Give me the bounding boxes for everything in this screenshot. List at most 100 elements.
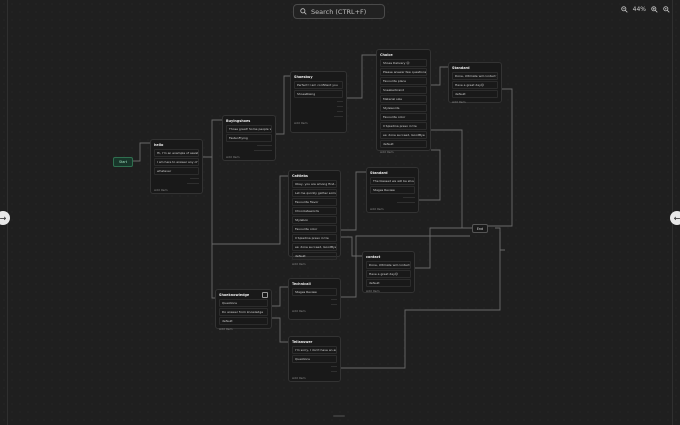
node-line-placeholder: ――: [337, 104, 343, 108]
zoom-out-icon[interactable]: [620, 6, 628, 13]
node-line-placeholder: ――: [337, 109, 343, 113]
node-cattlebs[interactable]: Cattlebs Okay, you are among first... Le…: [288, 170, 341, 266]
node-line: es: done succeed, GoodBye: [292, 243, 337, 251]
add-item-button[interactable]: Add item: [380, 150, 394, 154]
canvas-footer-handle: [333, 415, 345, 417]
node-line: Stylewords: [380, 104, 427, 112]
node-line-placeholder: ―――: [334, 114, 343, 118]
node-line-placeholder: ――: [331, 297, 337, 301]
node-line: default: [219, 317, 268, 325]
node-line: es: done succeed, GoodBye: [380, 131, 427, 139]
node-title: contact: [366, 255, 381, 259]
fit-view-icon[interactable]: [663, 6, 670, 13]
add-item-button[interactable]: Add item: [452, 100, 466, 104]
node-title: Cattlebs: [292, 174, 308, 178]
node-line: The blessed we will be shoes wish t...: [370, 177, 415, 185]
start-node[interactable]: Start: [113, 157, 133, 167]
node-line: Stages Review: [370, 186, 415, 194]
node-line: Stylebox: [292, 216, 337, 224]
node-title: Tellanswer: [292, 340, 313, 344]
expand-left-panel-button[interactable]: →: [0, 211, 10, 225]
node-line: Favourite color: [292, 225, 337, 233]
node-line-placeholder: ――――: [403, 195, 415, 199]
search-label: Search (CTRL+F): [311, 7, 367, 16]
node-line: Hi, I'm an example of assistant 😊: [154, 149, 199, 157]
node-title: Standard: [452, 66, 470, 70]
node-line: Done, Ultimate will contact you when...: [366, 261, 411, 269]
node-line-placeholder: ―――――: [257, 143, 272, 147]
add-item-button[interactable]: Add item: [219, 327, 233, 331]
expand-right-panel-button[interactable]: ←: [670, 211, 680, 225]
arrow-right-icon: →: [0, 213, 7, 223]
zoom-level: 44%: [632, 6, 646, 13]
node-line: Have a great day😊: [366, 270, 411, 278]
add-item-button[interactable]: Add item: [292, 309, 306, 313]
node-line: Il Spiedina preso in tre: [380, 122, 427, 130]
node-line-placeholder: ―――: [190, 176, 199, 180]
node-line: Material size: [380, 95, 427, 103]
node-shoesbuy[interactable]: Shoesbuy Perfect! I am confident you Sho…: [290, 71, 347, 133]
node-line: Let me quickly gather some informa...: [292, 189, 337, 197]
node-hello[interactable]: hello Hi, I'm an example of assistant 😊 …: [150, 139, 203, 194]
node-line: whatever: [154, 167, 199, 175]
node-line: Favourite place: [380, 77, 427, 85]
node-line: default: [452, 90, 498, 98]
search-bar[interactable]: Search (CTRL+F): [293, 4, 385, 19]
node-line: Stages Review: [292, 288, 337, 296]
node-technicall[interactable]: Technicall Stages Review ―― ―― Add item: [288, 278, 341, 320]
node-line: I'm sorry, I don't have an answer to...: [292, 346, 337, 354]
node-line: Have a great day😊: [452, 81, 498, 89]
add-item-button[interactable]: Add item: [370, 207, 384, 211]
node-contact[interactable]: contact Done, Ultimate will contact you …: [362, 251, 415, 293]
node-line: Questions: [292, 355, 337, 363]
node-line: Favourite flavor: [292, 198, 337, 206]
node-title: Shoeknowledge: [219, 293, 250, 297]
node-choice[interactable]: Choice Shoes Delivery 😊 Please answer fe…: [376, 49, 431, 154]
node-line-placeholder: ――: [331, 369, 337, 373]
node-line: Il Spiedina preso in tre: [292, 234, 337, 242]
node-line: Questions: [219, 299, 268, 307]
node-line: Do answer from knowledge: [219, 308, 268, 316]
node-shoeknowledge[interactable]: Shoeknowledge Questions Do answer from k…: [215, 289, 272, 331]
node-line: Shoes Delivery 😊: [380, 59, 427, 67]
node-title: Choice: [380, 53, 393, 57]
node-line-placeholder: ――: [331, 302, 337, 306]
node-line-placeholder: ――: [331, 364, 337, 368]
node-line: Chocolatewords: [292, 207, 337, 215]
node-tellanswer[interactable]: Tellanswer I'm sorry, I don't have an an…: [288, 336, 341, 382]
node-line-placeholder: ――――――: [397, 200, 415, 204]
node-line: Please answer few questions so we...: [380, 68, 427, 76]
node-line: FastenFlying: [226, 134, 272, 142]
node-line: default: [292, 252, 337, 260]
node-standard-mid[interactable]: Standard The blessed we will be shoes wi…: [366, 167, 419, 213]
node-line: Sneakerbrand: [380, 86, 427, 94]
node-line: ShoesRising: [294, 90, 343, 98]
add-item-button[interactable]: Add item: [292, 262, 306, 266]
add-item-button[interactable]: Add item: [292, 376, 306, 380]
node-line: Okay, you are among first...: [292, 180, 337, 188]
node-line: Favourite color: [380, 113, 427, 121]
node-title: Shoesbuy: [294, 75, 313, 79]
node-standard-top[interactable]: Standard Done, Ultimate will contact you…: [448, 62, 502, 104]
arrow-left-icon: ←: [673, 213, 680, 223]
end-node[interactable]: End: [472, 224, 488, 233]
node-line-placeholder: ――: [337, 99, 343, 103]
node-line: Done, Ultimate will contact you when...: [452, 72, 498, 80]
node-title: Buyingshoes: [226, 119, 251, 123]
node-title: hello: [154, 143, 164, 147]
node-line-placeholder: ――――――: [254, 148, 272, 152]
add-item-button[interactable]: Add item: [154, 188, 168, 192]
zoom-controls: 44%: [620, 6, 670, 13]
node-title: Standard: [370, 171, 388, 175]
zoom-in-icon[interactable]: [651, 6, 658, 13]
node-buyingshoes[interactable]: Buyingshoes Those great! Some people wou…: [222, 115, 276, 161]
add-item-button[interactable]: Add item: [366, 289, 380, 293]
node-line: default: [366, 279, 411, 287]
add-item-button[interactable]: Add item: [294, 121, 308, 125]
node-line: default: [380, 140, 427, 148]
node-title: Technicall: [292, 282, 311, 286]
node-line: I am here to answer any of your qu...: [154, 158, 199, 166]
search-icon: [300, 8, 307, 15]
add-item-button[interactable]: Add item: [226, 155, 240, 159]
node-settings-icon[interactable]: [262, 292, 268, 298]
